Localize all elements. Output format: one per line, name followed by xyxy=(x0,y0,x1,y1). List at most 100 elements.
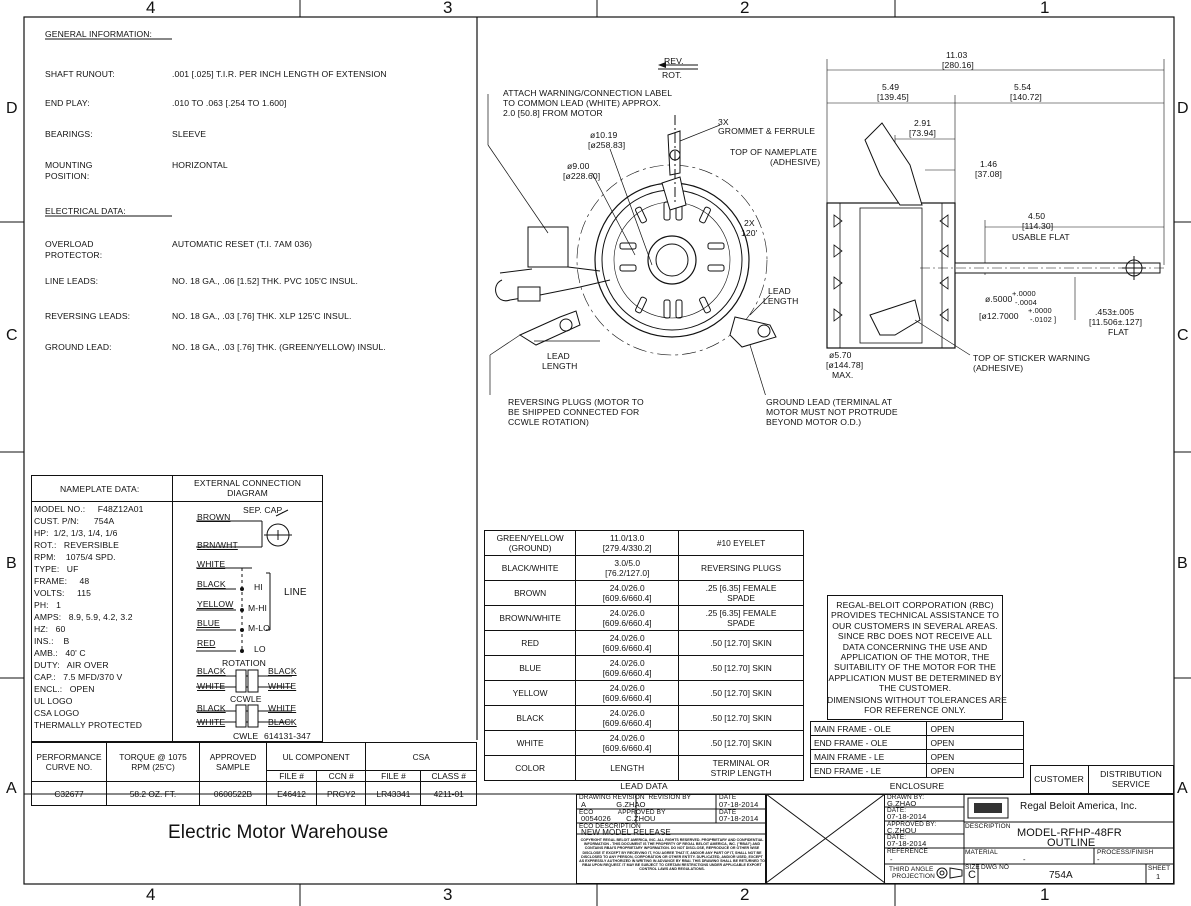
attach-note-2: TO COMMON LEAD (WHITE) APPROX. xyxy=(503,98,662,108)
speed-mhi: M-HI xyxy=(248,603,268,613)
lead-length: 24.0/26.0 [609.6/660.4] xyxy=(575,655,680,681)
lead-length: 24.0/26.0 [609.6/660.4] xyxy=(575,730,680,756)
lead-terminal: #10 EYELET xyxy=(678,530,804,556)
dim-291-mm: [73.94] xyxy=(909,128,936,138)
drawn-by-name: G.ZHAO xyxy=(887,799,917,808)
general-heading: GENERAL INFORMATION: xyxy=(45,29,153,39)
spec-value: SLEEVE xyxy=(172,129,207,139)
spec-value: .001 [.025] T.I.R. PER INCH LENGTH OF EX… xyxy=(172,69,387,79)
customer-label: CUSTOMER xyxy=(1034,774,1084,784)
notice-line: APPLICATION MUST BE DETERMINED BY xyxy=(828,672,1002,683)
nameplate-line: FRAME: 48 xyxy=(34,576,90,586)
lead-length: 24.0/26.0 [609.6/660.4] xyxy=(575,605,680,631)
spec-value: NO. 18 GA., .03 [.76] THK. XLP 125'C INS… xyxy=(172,311,352,321)
dia-outer-mm: [ø258.83] xyxy=(588,140,626,150)
dimensions-note: FOR REFERENCE ONLY. xyxy=(864,705,966,715)
connection-part-no: 614131-347 xyxy=(264,731,311,741)
speed-hi: HI xyxy=(254,582,263,592)
rotation-label: ROTATION xyxy=(222,658,266,668)
shaft-mm-tol-plus: +.0000 xyxy=(1028,306,1052,315)
zone-left-c: C xyxy=(6,327,18,344)
lead-data-title: LEAD DATA xyxy=(620,781,668,791)
rev-label: REV. xyxy=(664,56,684,66)
drawn-date-label: DATE: xyxy=(887,807,907,814)
perf-sub-csa-file: FILE # xyxy=(365,770,422,782)
top-nameplate-note-2: (ADHESIVE) xyxy=(770,157,821,167)
connection-diagram xyxy=(196,509,292,728)
rot-label: ROT. xyxy=(662,70,682,80)
lead-length-right: LEAD xyxy=(768,286,791,296)
flat-label: FLAT xyxy=(1108,327,1129,337)
rotation2-left-bottom: WHITE xyxy=(197,717,226,727)
dimensions-note: DIMENSIONS WITHOUT TOLERANCES ARE xyxy=(827,695,1007,705)
rotation-right-bottom: WHITE xyxy=(268,681,297,691)
lead-length-left: LEAD xyxy=(547,351,570,361)
watermark-text: Electric Motor Warehouse xyxy=(168,822,389,843)
eco-desc-value: NEW MODEL RELEASE xyxy=(581,828,671,837)
perf-header-curve: PERFORMANCE CURVE NO. xyxy=(31,742,107,782)
service-label: SERVICE xyxy=(1111,779,1151,789)
nameplate-line: RPM: 1075/4 SPD. xyxy=(34,552,116,562)
flat-dim: .453±.005 xyxy=(1095,307,1135,317)
notice-line: SUITABILITY OF THE MOTOR FOR THE xyxy=(834,662,996,673)
dim-left: 5.49 xyxy=(882,82,900,92)
distribution-label: DISTRIBUTION xyxy=(1100,769,1162,779)
description-label: DESCRIPTION xyxy=(965,823,1011,830)
zone-bottom-2: 2 xyxy=(740,885,750,904)
perf-sub-csa-class: CLASS # xyxy=(420,770,477,782)
lead-color: COLOR xyxy=(483,755,577,781)
lead-black-label: BLACK xyxy=(197,579,226,589)
approved-date: 07-18-2014 xyxy=(887,839,927,848)
enclosure-part: END FRAME - LE xyxy=(809,763,928,778)
lead-terminal: .50 [12.70] SKIN xyxy=(678,630,804,656)
perf-value: PRGY2 xyxy=(316,781,367,806)
shaft-dia-mm: [ø12.7000 xyxy=(979,311,1019,321)
zone-bottom-1: 1 xyxy=(1040,885,1050,904)
enclosure-type: OPEN xyxy=(926,721,1024,736)
nameplate-line: TYPE: UF xyxy=(34,564,79,574)
lead-terminal: .50 [12.70] SKIN xyxy=(678,730,804,756)
dim-usable-mm: [114.30] xyxy=(1022,221,1054,231)
perf-value: 0600522B xyxy=(199,781,267,806)
zone-right-b: B xyxy=(1177,555,1188,572)
spec-label: BEARINGS: xyxy=(45,129,93,139)
spec-label: OVERLOAD xyxy=(45,239,94,249)
sheet-value: 1 xyxy=(1156,872,1161,881)
spec-value: NO. 18 GA., .06 [1.52] THK. PVC 105'C IN… xyxy=(172,276,358,286)
notice-line: DATA CONCERNING THE USE AND xyxy=(842,641,988,652)
sep-cap-label: SEP. CAP. xyxy=(243,505,284,515)
reference-value: - xyxy=(890,855,893,864)
zone-right-c: C xyxy=(1177,327,1189,344)
perf-value: E46412 xyxy=(265,781,318,806)
approved-label: APPROVED BY: xyxy=(887,821,937,828)
rotation-right-top: BLACK xyxy=(268,666,297,676)
zone-right-d: D xyxy=(1177,100,1189,117)
shaft-tol-plus: +.0000 xyxy=(1012,289,1036,298)
spec-label-line2: POSITION: xyxy=(45,171,90,181)
nameplate-line: PH: 1 xyxy=(34,600,61,610)
size-label: SIZE xyxy=(965,864,980,871)
lead-color: BLACK/WHITE xyxy=(483,555,577,581)
motor-end-view xyxy=(487,62,777,395)
lead-length: 24.0/26.0 [609.6/660.4] xyxy=(575,705,680,731)
lead-terminal: .50 [12.70] SKIN xyxy=(678,680,804,706)
sticker-note: TOP OF STICKER WARNING xyxy=(973,353,1091,363)
rev-block-line: DRAWING REVISION REVISION BY xyxy=(579,794,692,801)
dim-291: 2.91 xyxy=(914,118,932,128)
spec-label: SHAFT RUNOUT: xyxy=(45,69,115,79)
dia-bolt: ø9.00 xyxy=(567,161,590,171)
spec-label-line2: PROTECTOR: xyxy=(45,250,103,260)
eco-date: 07-18-2014 xyxy=(719,814,759,823)
title-block-lines xyxy=(576,794,1174,884)
angle-value: 120' xyxy=(741,228,758,238)
lead-length: 24.0/26.0 [609.6/660.4] xyxy=(575,680,680,706)
notice-line: SINCE RBC DOES NOT RECEIVE ALL xyxy=(837,631,993,642)
nameplate-line: DUTY: AIR OVER xyxy=(34,660,109,670)
nameplate-title-cell xyxy=(31,475,173,502)
